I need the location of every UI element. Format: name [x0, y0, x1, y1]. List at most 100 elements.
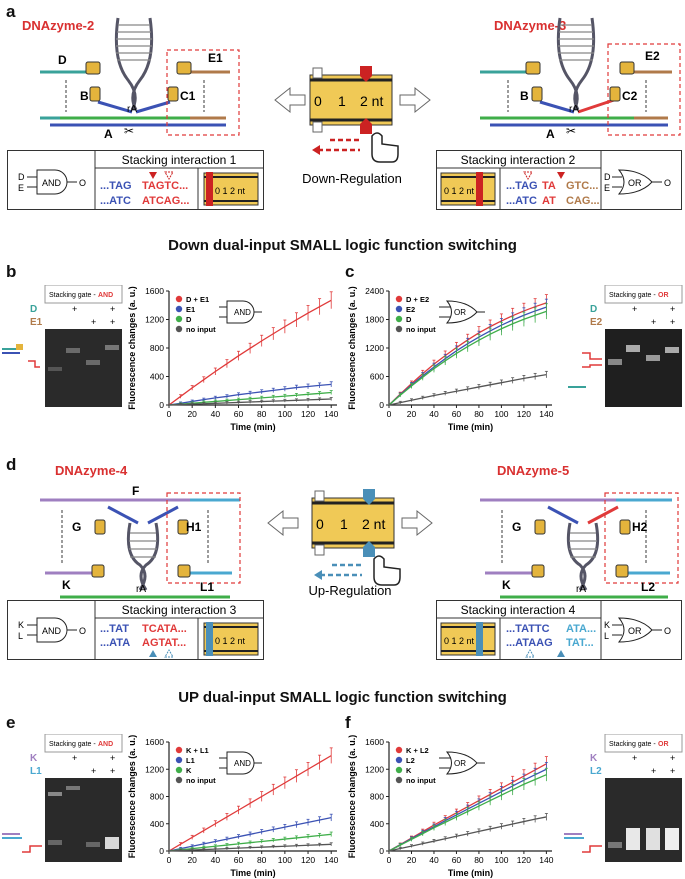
hand-pointer-icon — [373, 555, 401, 586]
y-tick-label: 0 — [159, 400, 164, 410]
stacking-box-1: Stacking interaction 1 AND D E O ...TAG … — [7, 150, 264, 210]
stacking-box-2: Stacking interaction 2 0 1 2 nt ...TAG T… — [436, 150, 682, 210]
label-g-right: G — [512, 520, 521, 534]
and-gate-icon — [226, 751, 255, 775]
panel-letter-c: c — [345, 262, 355, 281]
and-gate-icon — [27, 169, 77, 195]
plus-sign: + — [651, 317, 656, 327]
dashed-arrow-icon — [312, 138, 360, 155]
legend-label: K — [406, 766, 412, 775]
gate-label: OR — [454, 308, 466, 317]
dnazyme-3-title: DNAzyme-3 — [494, 18, 566, 33]
svg-text:0: 0 — [316, 516, 324, 532]
x-tick-label: 60 — [234, 409, 244, 419]
gel-e: Stacking gate - AND K L1 + + + + — [2, 734, 123, 862]
dnazyme-4-structure — [40, 492, 241, 607]
stacking-title-2: Stacking interaction 2 — [461, 153, 576, 167]
gate-label-1: AND — [42, 178, 62, 188]
legend-marker — [175, 756, 183, 764]
gel-f-row-k: K — [590, 753, 598, 764]
gel-f-title: Stacking gate - — [609, 741, 656, 748]
y-tick-label: 1600 — [145, 737, 164, 747]
x-tick-label: 120 — [301, 409, 315, 419]
legend-label: no input — [186, 325, 216, 334]
plus-sign: + — [632, 304, 637, 314]
marker-triangle-icon — [557, 650, 565, 657]
x-axis-label: Time (min) — [448, 422, 493, 432]
gel-b-row-d: D — [30, 304, 37, 315]
marker-triangle-outline-icon — [523, 171, 533, 181]
scissors-icon: ✂ — [566, 124, 576, 138]
seq-bottom-1: ...ATC — [506, 195, 537, 207]
gel-c-gate: OR — [658, 292, 669, 299]
x-tick-label: 120 — [517, 855, 531, 865]
legend-label: no input — [406, 325, 436, 334]
plus-sign: + — [91, 766, 96, 776]
label-a-right: A — [546, 127, 555, 141]
gel-c-row-e2: E2 — [590, 317, 603, 328]
legend-marker — [175, 305, 183, 313]
svg-text:0 1 2 nt: 0 1 2 nt — [444, 636, 475, 646]
gate-in2: E — [18, 183, 24, 193]
label-c2: C2 — [622, 89, 638, 103]
gate-label: AND — [234, 759, 251, 768]
label-ra-left-d: rA — [136, 584, 146, 595]
legend-marker — [395, 315, 403, 323]
legend-label: D + E1 — [186, 295, 209, 304]
ruler-0: 0 — [314, 93, 322, 109]
x-tick-label: 60 — [452, 855, 462, 865]
x-tick-label: 140 — [539, 409, 553, 419]
legend-label: K + L2 — [406, 746, 429, 755]
gate-label-2: OR — [628, 178, 642, 188]
legend-marker — [175, 295, 183, 303]
down-regulation-label: Down-Regulation — [302, 171, 402, 186]
heading-down: Down dual-input SMALL logic function swi… — [168, 237, 517, 254]
panel-d-schematic: DNAzyme-4 F G H1 K L1 rA A ✂ DNAzyme-5 — [40, 463, 679, 623]
label-k-left: K — [62, 578, 71, 592]
label-ra-right-d: rA — [576, 584, 586, 595]
x-tick-label: 0 — [387, 409, 392, 419]
seq-top-2: ATA... — [566, 623, 596, 635]
y-tick-label: 1600 — [145, 286, 164, 296]
x-tick-label: 40 — [211, 855, 221, 865]
y-tick-label: 800 — [370, 792, 384, 802]
y-tick-label: 1200 — [145, 764, 164, 774]
mini-ruler-label: 0 1 2 nt — [444, 186, 475, 196]
gate-in2: L — [18, 631, 23, 641]
stacking-box-3: Stacking interaction 3 AND K L O ...TAT … — [7, 600, 264, 660]
y-tick-label: 400 — [150, 372, 164, 382]
y-axis-label: Fluorescence changes (a. u.) — [347, 286, 357, 410]
or-gate-icon — [612, 617, 662, 643]
seq-top-1: ...TATTC — [506, 623, 550, 635]
y-axis-label: Fluorescence changes (a. u.) — [127, 735, 137, 859]
legend-marker — [395, 766, 403, 774]
x-tick-label: 60 — [234, 855, 244, 865]
gel-c: Stacking gate - OR D E2 + + + + — [568, 285, 683, 407]
plus-sign: + — [632, 753, 637, 763]
legend-label: no input — [406, 776, 436, 785]
y-tick-label: 1600 — [365, 737, 384, 747]
label-k-right: K — [502, 578, 511, 592]
gate-out: O — [664, 626, 671, 636]
gel-f: Stacking gate - OR K L2 + + + + — [564, 734, 683, 862]
label-d: D — [58, 53, 67, 67]
x-tick-label: 100 — [278, 409, 292, 419]
gel-f-gate: OR — [658, 741, 669, 748]
arrow-left-icon — [267, 509, 299, 537]
ruler-icon: 0 1 2 nt — [311, 489, 395, 557]
stacking-title-1: Stacking interaction 1 — [122, 153, 237, 167]
seq-top-2: TCATA... — [142, 623, 187, 635]
plus-sign: + — [670, 304, 675, 314]
dnazyme-2-structure — [40, 17, 240, 136]
band-arrow-icon — [582, 845, 602, 853]
marker-triangle-icon — [149, 172, 157, 179]
plus-sign: + — [670, 317, 675, 327]
ruler-icon: 0 1 2 nt — [309, 66, 393, 134]
x-tick-label: 20 — [407, 409, 417, 419]
legend-marker — [395, 776, 403, 784]
legend-label: L2 — [406, 756, 415, 765]
legend-marker — [175, 776, 183, 784]
marker-triangle-icon — [149, 650, 157, 657]
label-b-left: B — [80, 89, 89, 103]
